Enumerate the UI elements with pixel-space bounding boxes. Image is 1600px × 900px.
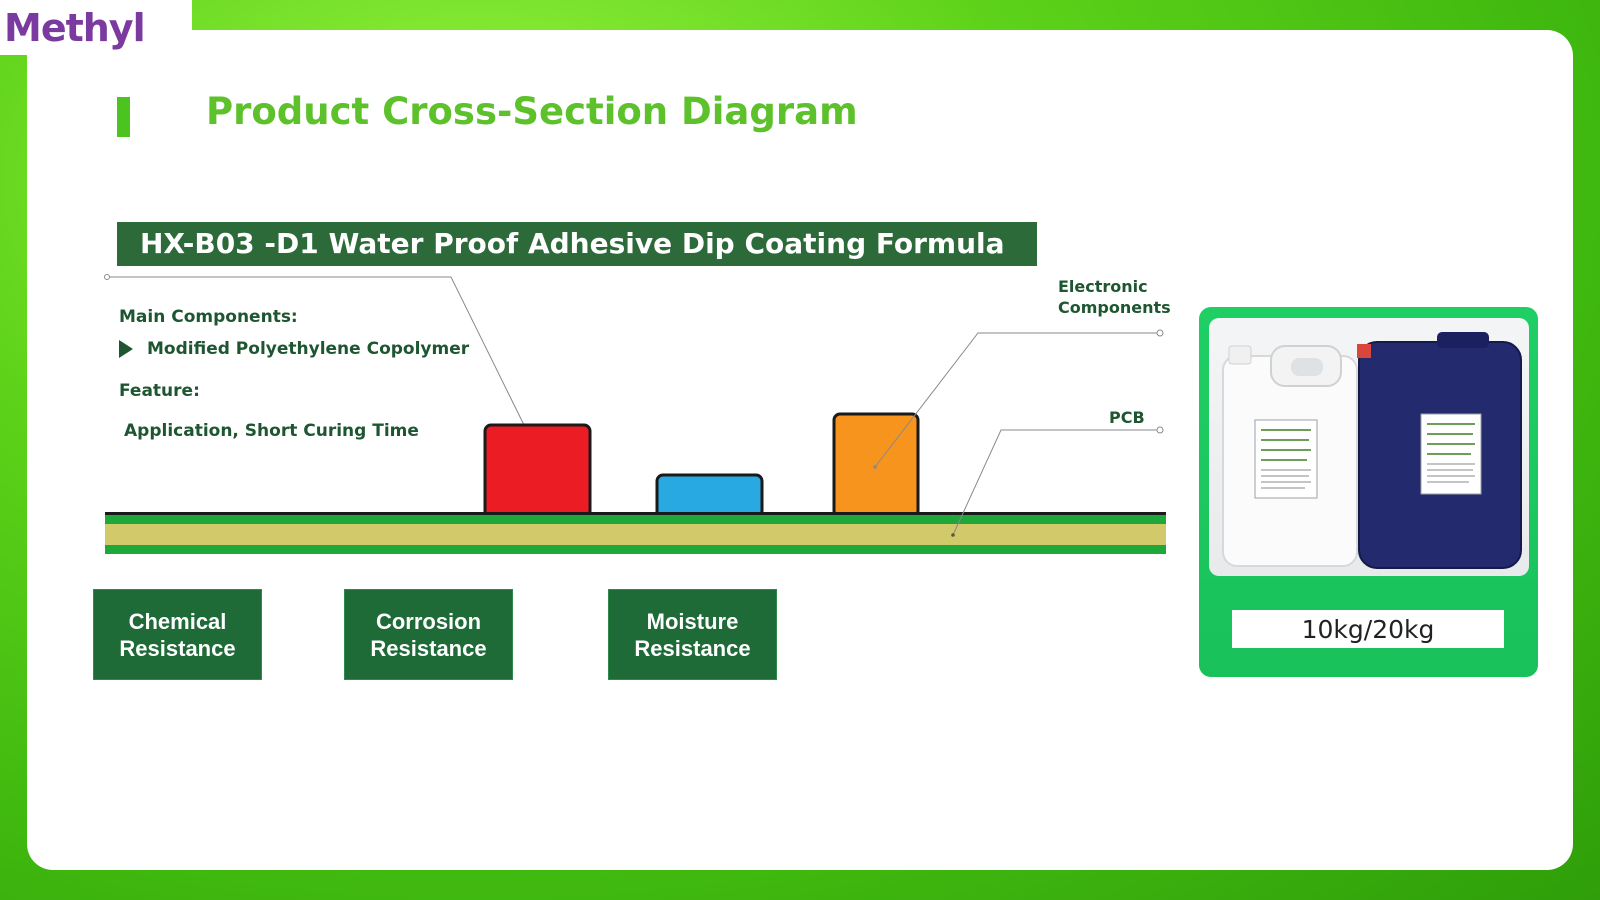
leader-dot-electronic-start [873,465,877,469]
leader-dot-components [104,274,110,280]
main-component-item: Modified Polyethylene Copolymer [119,339,469,359]
bullet-triangle-icon [119,340,133,358]
logo-text: Methyl [4,5,146,50]
pcb-core-layer [105,524,1166,545]
coating-line [105,512,1166,516]
component-blue [655,473,764,519]
feature-value: Application, Short Curing Time [124,421,419,441]
leader-dot-pcb-end [1156,426,1164,434]
leader-line-pcb [952,429,1160,536]
brand-logo: Methyl [0,0,192,55]
main-components-label: Main Components: [119,307,298,327]
tag-moisture-resistance: Moisture Resistance [608,589,777,680]
tag-corrosion-resistance: Corrosion Resistance [344,589,513,680]
product-containers-illustration [1222,332,1522,569]
pcb-bottom-layer [105,545,1166,554]
title-accent-bar [117,97,130,137]
leader-dot-electronic-end [1156,329,1164,337]
product-name-banner: HX-B03 -D1 Water Proof Adhesive Dip Coat… [117,222,1037,266]
pcb-top-layer [105,515,1166,524]
callout-pcb: PCB [1109,408,1145,427]
leader-dot-pcb-start [951,533,955,537]
callout-electronic-components: Electronic Components [1058,277,1171,317]
feature-label: Feature: [119,381,200,401]
leader-line-electronic [874,332,1160,468]
main-component-text: Modified Polyethylene Copolymer [147,339,470,359]
package-size-label: 10kg/20kg [1232,610,1504,648]
component-red [483,423,592,519]
page-title: Product Cross-Section Diagram [206,90,858,133]
product-photo [1209,318,1529,576]
product-card: 10kg/20kg [1199,307,1538,677]
tag-chemical-resistance: Chemical Resistance [93,589,262,680]
leader-line-components [107,276,525,426]
